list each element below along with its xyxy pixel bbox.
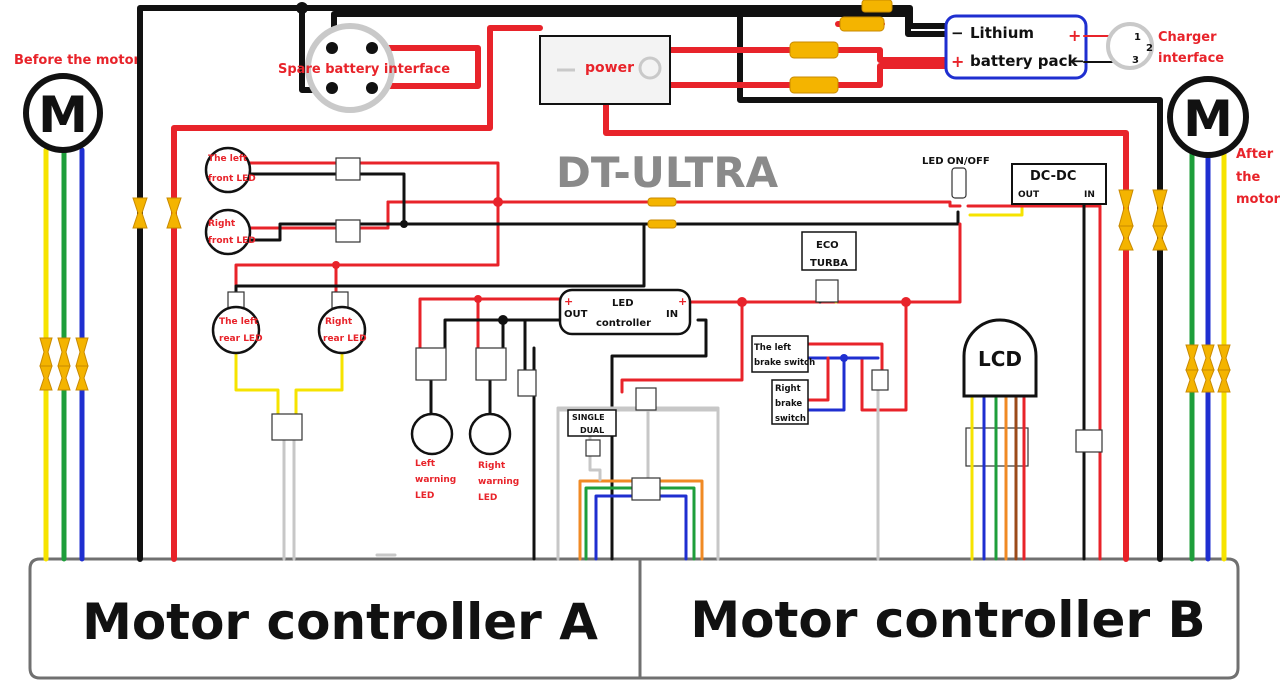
single-dual-line1: SINGLE — [572, 413, 605, 422]
led-controller-line2: controller — [596, 318, 651, 329]
front-left-led-label-line2: front LED — [208, 174, 256, 184]
power-switch-label: power — [585, 60, 634, 76]
led-switch-label: LED ON/OFF — [922, 156, 990, 167]
front-right-led-label-line1: Right — [208, 219, 236, 229]
dcdc-label: DC-DC — [1030, 169, 1076, 184]
rear-motor-wires — [1185, 147, 1231, 562]
left-brake-label-line1: The left — [754, 343, 791, 353]
lithium-battery-pack — [944, 14, 1088, 80]
rear-left-led-label-line2: rear LED — [219, 334, 263, 344]
right-warning-led — [468, 412, 512, 456]
motor-controller-a-label: Motor controller A — [82, 593, 598, 651]
left-brake-label-line2: brake switch — [754, 358, 815, 368]
left-brake-switch — [751, 335, 809, 373]
front-motor-wires — [39, 147, 89, 562]
eco-switch-line1: ECO — [816, 240, 839, 251]
rear-motor-label-line1: After — [1236, 147, 1274, 162]
led-controller-out-plus: + — [564, 295, 573, 308]
lcd-display — [962, 318, 1038, 398]
rear-left-led-label-line1: The left — [219, 317, 259, 327]
eco-turba-switch[interactable] — [801, 231, 857, 271]
battery-minus: − — [951, 24, 964, 42]
motor-controller-b — [638, 557, 1240, 680]
front-motor-symbol: M — [38, 86, 88, 144]
rear-right-led-label-line1: Right — [325, 317, 353, 327]
charger-label-line2: interface — [1158, 51, 1224, 66]
right-brake-switch — [771, 379, 809, 425]
right-brake-label-line2: brake — [775, 399, 802, 409]
dcdc-out: OUT — [1018, 190, 1040, 200]
led-controller-in: IN — [666, 309, 678, 320]
diagram-title: DT-ULTRA — [556, 148, 779, 197]
rear-right-led-label-line2: rear LED — [323, 334, 367, 344]
lcd-label: LCD — [978, 347, 1022, 371]
right-warning-led-label-line1: Right — [478, 461, 506, 471]
spare-battery-interface — [305, 23, 395, 113]
power-switch[interactable] — [539, 35, 671, 105]
led-controller — [558, 288, 692, 336]
dcdc-converter — [1011, 163, 1107, 205]
charger-interface — [1083, 22, 1154, 70]
battery-charge-minus: − — [1072, 52, 1085, 70]
rear-motor-label-line3: motor — [1236, 192, 1280, 207]
led-controller-in-plus: + — [678, 295, 687, 308]
main-lead-clips — [132, 189, 1168, 251]
eco-switch-line2: TURBA — [810, 258, 848, 269]
right-warning-led-label-line2: warning — [478, 477, 519, 487]
right-warning-led-label-line3: LED — [478, 493, 497, 503]
junction-dots — [296, 2, 911, 362]
front-right-led — [204, 208, 252, 256]
spare-battery-label: Spare battery interface — [278, 62, 450, 77]
warning-led-wires — [375, 378, 492, 557]
front-left-led — [204, 146, 252, 194]
led-controller-out: OUT — [564, 309, 588, 320]
right-brake-label-line1: Right — [775, 384, 801, 394]
right-brake-label-line3: switch — [775, 414, 806, 424]
left-warning-led-label-line1: Left — [415, 459, 436, 469]
charger-label-line1: Charger — [1158, 30, 1217, 45]
front-left-led-label-line1: The left — [208, 154, 248, 164]
fuse-holders — [789, 0, 893, 94]
harness-connectors — [227, 157, 1103, 501]
front-motor-label: Before the motor — [14, 53, 141, 68]
dcdc-in: IN — [1084, 190, 1095, 200]
front-right-led-label-line2: front LED — [208, 236, 256, 246]
lcd-wires — [970, 396, 1026, 561]
rear-motor: M — [1167, 76, 1249, 158]
main-power-wires — [137, 5, 1163, 562]
led-controller-line1: LED — [612, 298, 634, 309]
battery-line2: battery pack — [970, 52, 1079, 70]
single-dual-switch[interactable] — [567, 409, 617, 437]
single-dual-line2: DUAL — [580, 426, 604, 435]
motor-controller-a — [28, 557, 642, 680]
rear-motor-label-line2: the — [1236, 170, 1260, 185]
charger-pin-2: 2 — [1146, 43, 1153, 54]
front-motor: M — [23, 73, 103, 153]
left-warning-led-label-line3: LED — [415, 491, 434, 501]
rear-right-led — [317, 305, 367, 355]
charger-pin-1: 1 — [1134, 32, 1141, 43]
left-warning-led-label-line2: warning — [415, 475, 456, 485]
lighting-wires — [234, 161, 1102, 561]
motor-controller-b-label: Motor controller B — [690, 591, 1205, 649]
rear-left-led — [211, 305, 261, 355]
battery-charge-plus: + — [1068, 26, 1081, 45]
battery-plus: + — [951, 52, 964, 71]
left-warning-led — [410, 412, 454, 456]
rear-motor-symbol: M — [1183, 90, 1233, 148]
charger-pin-3: 3 — [1132, 55, 1139, 66]
battery-line1: Lithium — [970, 24, 1034, 42]
